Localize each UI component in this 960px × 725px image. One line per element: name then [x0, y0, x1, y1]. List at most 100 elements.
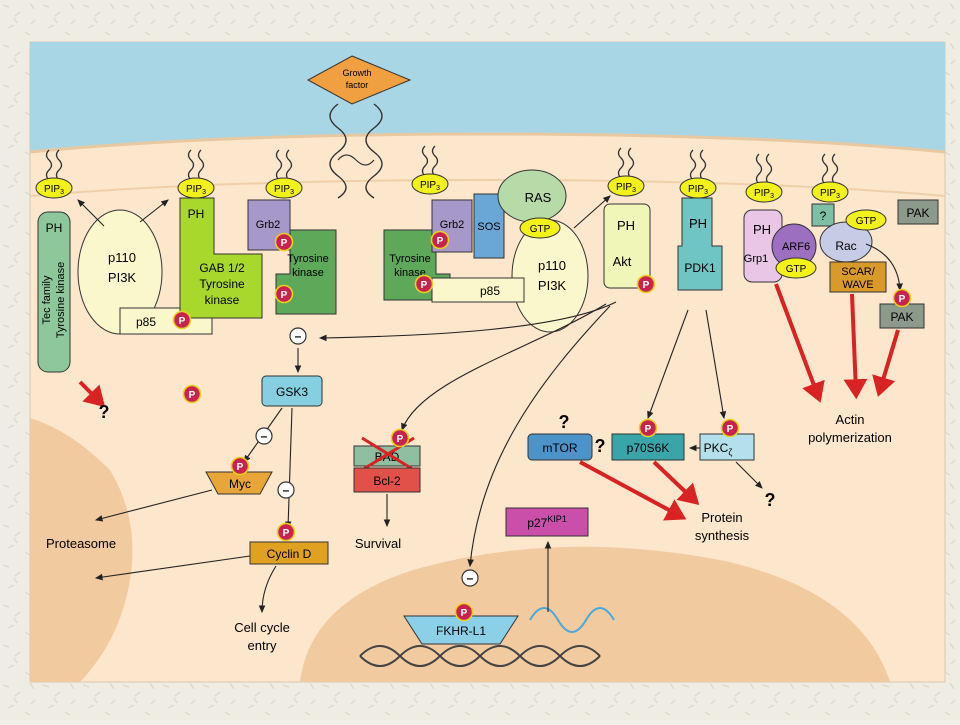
protein-synthesis-label-1: Protein	[701, 510, 742, 525]
arrow-pkc-to-unknown	[735, 461, 763, 489]
gab-group: PH GAB 1/2 Tyrosine kinase	[179, 197, 263, 319]
inhibition-circle	[255, 427, 273, 445]
pathway-arrows	[77, 195, 903, 614]
pip3-label: PIP3	[616, 182, 636, 194]
proteasome-region	[30, 418, 133, 682]
phosphate-circle	[274, 232, 294, 252]
arrow-rac-to-pak	[865, 243, 903, 292]
actin-label-2: polymerization	[808, 430, 892, 445]
grp1-label: Grp1	[744, 253, 768, 265]
lipid-tail-right	[431, 145, 439, 177]
receptor-dimer-link	[337, 154, 375, 166]
pip3-head	[177, 177, 215, 199]
pi3k-left-label: PI3K	[108, 270, 137, 285]
receptor-chain-right	[365, 103, 383, 199]
p85-right-box	[431, 277, 525, 303]
mtor-label: mTOR	[542, 441, 577, 455]
arrow-akt-to-gsk3-inhibition	[318, 301, 617, 342]
pip3-head	[745, 181, 783, 203]
unknown-question-mark: ?	[595, 436, 606, 456]
scar-wave-label-1: SCAR/	[841, 266, 876, 278]
red-arrow-scar-actin	[843, 293, 868, 400]
question-layer: ????	[99, 402, 776, 510]
scar-wave-box	[829, 261, 887, 293]
phosphate-group: P	[182, 384, 202, 404]
pak-bottom-label: PAK	[890, 310, 913, 324]
tk-right-label-2: kinase	[394, 267, 426, 279]
lipid-tail-left	[275, 149, 283, 181]
unknown-adaptor-label: ?	[820, 209, 827, 223]
pak-top-label: PAK	[906, 206, 929, 220]
pip3-label: PIP3	[754, 188, 774, 200]
phosphate-label: P	[643, 280, 650, 291]
p110-right-label: p110	[538, 258, 566, 273]
phosphate-circle	[172, 310, 192, 330]
gab-label-3: kinase	[205, 293, 240, 307]
receptor-chain-left	[329, 103, 347, 199]
phosphate-label: P	[899, 294, 906, 305]
myc-label: Myc	[229, 477, 251, 491]
p70s6k-box	[611, 433, 685, 461]
nucleus-contents: FKHR-L1	[359, 607, 615, 667]
growth-factor-label-2: factor	[346, 80, 369, 90]
rac-group: ? Rac SCAR/ WAVE PAK PAK	[811, 199, 939, 329]
fkhr-label: FKHR-L1	[436, 624, 486, 638]
lipid-tail-right	[285, 149, 293, 181]
inhibition-label: –	[295, 329, 302, 343]
pip3-lipid: PIP3	[411, 145, 449, 195]
inhibition-marker: –	[289, 327, 307, 345]
phosphate-circle	[636, 274, 656, 294]
lipid-tail-right	[197, 149, 205, 181]
tec-kinase-box	[37, 211, 71, 373]
gtp-shape	[845, 209, 887, 231]
growth-factor-label-1: Growth	[342, 68, 371, 78]
phosphate-circle	[274, 284, 294, 304]
fkhr-shape	[403, 615, 519, 645]
grp1-arf6-group: PH Grp1 ARF6	[743, 209, 817, 283]
cyclin-d-box	[249, 541, 329, 565]
nucleus-region	[300, 546, 890, 682]
p27-label: p27KIP1	[527, 514, 567, 530]
bcl2-box	[353, 467, 421, 493]
mtor-group: mTOR	[527, 433, 593, 461]
phosphate-circle	[638, 418, 658, 438]
inhibition-circle	[277, 481, 295, 499]
gtp-label: GTP	[786, 264, 807, 275]
phosphate-group: P	[274, 232, 294, 252]
myc-shape	[205, 471, 273, 495]
gab-label-1: GAB 1/2	[199, 261, 245, 275]
tk-left-label-2: kinase	[292, 267, 324, 279]
arrow-pi3k-to-akt-pip	[573, 195, 611, 229]
inhibition-marker: –	[255, 427, 273, 445]
arrow-pdk1-to-p70	[647, 309, 689, 420]
tk-right-label-1: Tyrosine	[389, 253, 431, 265]
pak-bottom-box	[879, 303, 925, 329]
growth-factor-ligand	[306, 55, 412, 105]
phosphate-circle	[276, 522, 296, 542]
inhibition-marker: –	[277, 481, 295, 499]
bad-label: BAD	[375, 450, 400, 464]
bad-bcl2-group: BAD Bcl-2	[353, 436, 421, 493]
p85-left-label: p85	[136, 315, 156, 329]
survival-label: Survival	[355, 536, 401, 551]
lipid-tail-right	[55, 149, 63, 181]
pip3-lipid: PIP3	[607, 147, 645, 197]
lipid-tail-right	[765, 153, 773, 185]
cell-cycle-label-1: Cell cycle	[234, 620, 290, 635]
pip3-label: PIP3	[820, 188, 840, 200]
lipid-tail-left	[689, 149, 697, 181]
akt-box	[603, 203, 651, 289]
phosphate-group: P	[172, 310, 192, 330]
gtp-badge: GTP	[775, 257, 817, 279]
gsk3-box	[261, 375, 323, 407]
gtp-badge: GTP	[845, 209, 887, 231]
phosphate-label: P	[283, 528, 290, 539]
tec-kinase-label-2: Tyrosine kinase	[55, 262, 67, 338]
phosphate-group: P	[230, 456, 250, 476]
inhibition-marker: –	[461, 569, 479, 587]
arrow-myc-to-proteasome	[94, 489, 213, 522]
grp1-ph-label: PH	[753, 222, 771, 237]
pip3-lipid: PIP3	[679, 149, 717, 199]
